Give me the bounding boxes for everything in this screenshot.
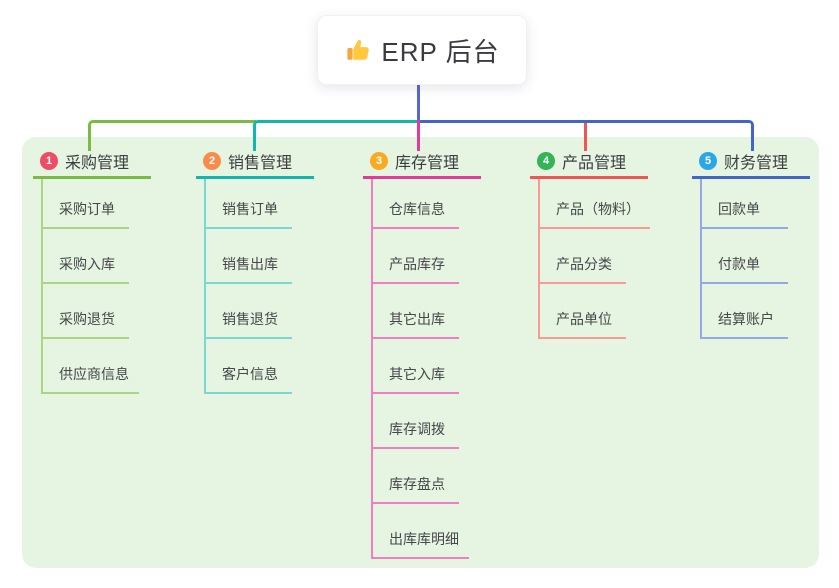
branch-children: 仓库信息产品库存其它出库其它入库库存调拨库存盘点出库库明细 (371, 179, 469, 559)
branch-label: 销售管理 (228, 155, 293, 172)
connector-branch-3 (417, 120, 420, 151)
branch-node[interactable]: 5 财务管理 (692, 150, 810, 179)
child-node[interactable]: 采购入库 (43, 229, 129, 284)
child-node[interactable]: 出库库明细 (373, 504, 469, 559)
child-node[interactable]: 回款单 (702, 179, 788, 229)
connector-branch-4 (584, 123, 587, 151)
child-node[interactable]: 结算账户 (702, 284, 788, 339)
branch: 4 产品管理 产品（物料）产品分类产品单位 (530, 150, 650, 339)
branch-children: 销售订单销售出库销售退货客户信息 (204, 179, 292, 394)
child-node[interactable]: 库存盘点 (373, 449, 459, 504)
connector-branch-5 (420, 120, 754, 151)
branch: 2 销售管理 销售订单销售出库销售退货客户信息 (196, 150, 314, 394)
child-node[interactable]: 其它入库 (373, 339, 459, 394)
child-node[interactable]: 产品库存 (373, 229, 459, 284)
child-node[interactable]: 供应商信息 (43, 339, 139, 394)
child-node[interactable]: 产品（物料） (540, 179, 650, 229)
child-node[interactable]: 采购订单 (43, 179, 129, 229)
child-node[interactable]: 销售出库 (206, 229, 292, 284)
connector-branch-2 (253, 120, 417, 151)
root-stem-line (417, 83, 420, 123)
branch-label: 产品管理 (562, 155, 627, 172)
branch-label: 采购管理 (65, 155, 130, 172)
root-node[interactable]: ERP 后台 (317, 15, 527, 85)
child-node[interactable]: 产品单位 (540, 284, 626, 339)
child-node[interactable]: 付款单 (702, 229, 788, 284)
branch-number-badge: 5 (699, 152, 717, 170)
child-node[interactable]: 客户信息 (206, 339, 292, 394)
child-node[interactable]: 库存调拨 (373, 394, 459, 449)
branch: 5 财务管理 回款单付款单结算账户 (692, 150, 810, 339)
mindmap-board (22, 137, 819, 568)
branch-number-badge: 4 (537, 152, 555, 170)
child-node[interactable]: 产品分类 (540, 229, 626, 284)
child-node[interactable]: 仓库信息 (373, 179, 459, 229)
child-node[interactable]: 其它出库 (373, 284, 459, 339)
child-node[interactable]: 采购退货 (43, 284, 129, 339)
branch-label: 财务管理 (724, 155, 789, 172)
thumbs-up-icon (344, 37, 371, 64)
branch: 3 库存管理 仓库信息产品库存其它出库其它入库库存调拨库存盘点出库库明细 (363, 150, 481, 559)
branch-node[interactable]: 3 库存管理 (363, 150, 481, 179)
connector-branch-1 (88, 120, 256, 151)
branch-number-badge: 1 (40, 152, 58, 170)
branch: 1 采购管理 采购订单采购入库采购退货供应商信息 (33, 150, 151, 394)
branch-number-badge: 2 (203, 152, 221, 170)
branch-label: 库存管理 (395, 155, 460, 172)
child-node[interactable]: 销售退货 (206, 284, 292, 339)
branch-node[interactable]: 1 采购管理 (33, 150, 151, 179)
branch-node[interactable]: 2 销售管理 (196, 150, 314, 179)
root-title: ERP 后台 (381, 36, 500, 67)
branch-children: 产品（物料）产品分类产品单位 (538, 179, 650, 339)
branch-children: 回款单付款单结算账户 (700, 179, 788, 339)
child-node[interactable]: 销售订单 (206, 179, 292, 229)
branch-children: 采购订单采购入库采购退货供应商信息 (41, 179, 139, 394)
branch-number-badge: 3 (370, 152, 388, 170)
branch-node[interactable]: 4 产品管理 (530, 150, 648, 179)
